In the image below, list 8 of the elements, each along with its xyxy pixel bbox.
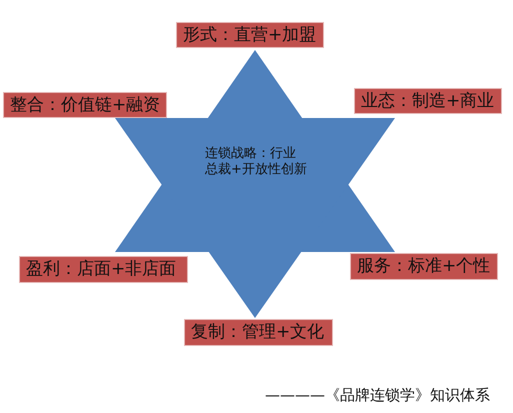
caption-text: ————《品牌连锁学》知识体系 <box>265 388 490 403</box>
center-text: 连锁战略：行业总裁+开放性创新 <box>205 146 308 178</box>
concept-label-box: 形式：直营+加盟 <box>176 22 324 48</box>
concept-label-box: 盈利：店面+非店面 <box>19 256 188 283</box>
concept-label-box: 业态：制造+商业 <box>354 88 502 114</box>
concept-label-box: 服务：标准+个性 <box>350 253 498 280</box>
concept-label-box: 复制：管理+文化 <box>184 319 333 346</box>
concept-label-box: 整合：价值链+融资 <box>3 92 167 118</box>
